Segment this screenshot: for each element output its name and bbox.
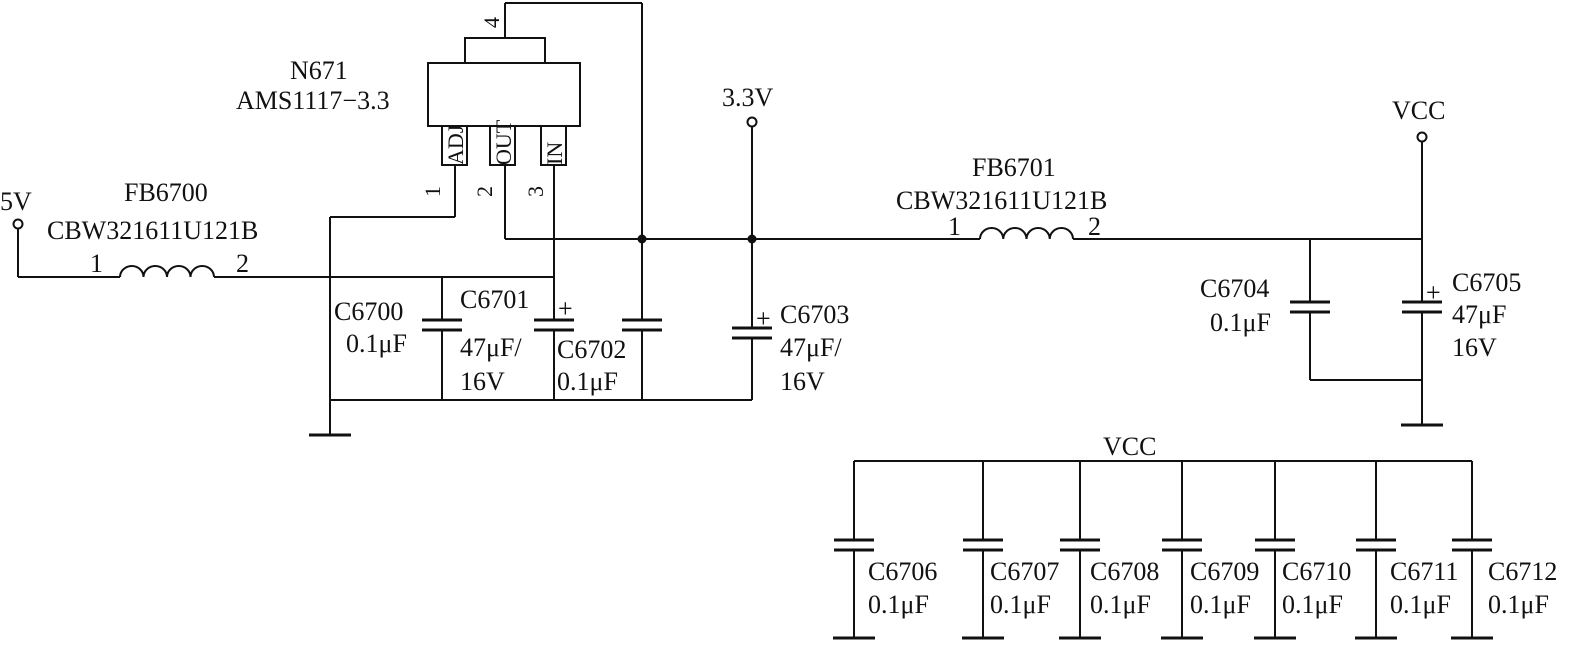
pin-number-3: 3: [523, 186, 548, 197]
c6704-ref: C6704: [1200, 274, 1269, 303]
bank-cap-ref: C6712: [1488, 557, 1557, 586]
c6702-value: 0.1μF: [557, 367, 618, 396]
terminal-vcc-icon: [1416, 131, 1428, 143]
bank-cap-value: 0.1μF: [1488, 590, 1549, 619]
pin-in-box: [540, 125, 567, 166]
fb6701-part: CBW321611U121B: [896, 186, 1107, 215]
bank-capacitor-c6707: C6707 0.1μF: [962, 461, 1059, 640]
bank-cap-ref: C6707: [990, 557, 1059, 586]
bank-capacitor-c6710: C6710 0.1μF: [1254, 461, 1351, 640]
capacitor-c6705: [1402, 300, 1442, 314]
wires: [17, 2, 1472, 462]
c6705-value: 47μF: [1452, 300, 1506, 329]
c6705-ref: C6705: [1452, 268, 1521, 297]
c6703-ref: C6703: [780, 300, 849, 329]
fb6700-pin2: 2: [236, 249, 249, 278]
c6705-rating: 16V: [1452, 333, 1497, 362]
decoupling-bank: C6706 0.1μF C6707 0.1μF C6708 0.1μF C6709 0.1μF…: [833, 461, 1557, 640]
fb6700-ref: FB6700: [124, 178, 208, 207]
terminal-5v-icon: [12, 218, 24, 230]
bank-cap-value: 0.1μF: [1190, 590, 1251, 619]
regulator-tab: [464, 37, 546, 64]
pin-in-label: IN: [542, 142, 567, 165]
c6701-polarity: +: [558, 294, 573, 323]
c6703-rating: 16V: [780, 367, 825, 396]
bank-cap-ref: C6711: [1390, 557, 1458, 586]
pin-out-box: [489, 125, 516, 166]
c6700-value: 0.1μF: [346, 329, 407, 358]
pin-adj-label: ADJ: [443, 124, 468, 165]
fb6700-inductor-icon: [119, 265, 215, 278]
fb6700-pin1: 1: [90, 249, 103, 278]
pin-out-label: OUT: [491, 119, 516, 165]
c6704-value: 0.1μF: [1210, 308, 1271, 337]
regulator-part: AMS1117−3.3: [236, 86, 390, 115]
regulator-ref: N671: [290, 56, 348, 85]
bank-capacitor-c6708: C6708 0.1μF: [1059, 461, 1159, 640]
fb6700-part: CBW321611U121B: [47, 216, 258, 245]
c6701-value: 47μF/: [460, 333, 522, 362]
c6702-ref: C6702: [557, 335, 626, 364]
c6701-rating: 16V: [460, 367, 505, 396]
pin-number-1: 1: [420, 186, 445, 197]
bank-cap-ref: C6710: [1282, 557, 1351, 586]
bank-cap-ref: C6708: [1090, 557, 1159, 586]
junction-dots: [637, 234, 757, 244]
bank-capacitor-c6706: C6706 0.1μF: [833, 461, 937, 640]
c6703-polarity: +: [756, 304, 771, 333]
c6705-polarity: +: [1426, 278, 1441, 307]
bank-capacitor-c6709: C6709 0.1μF: [1161, 461, 1259, 640]
capacitor-c6701: [534, 318, 574, 332]
net-label-3v3: 3.3V: [722, 83, 774, 112]
net-label-vcc-bus: VCC: [1103, 432, 1156, 461]
capacitor-c6702: [622, 318, 662, 332]
bank-cap-ref: C6709: [1190, 557, 1259, 586]
bank-capacitor-c6712: C6712 0.1μF: [1451, 461, 1557, 640]
capacitor-c6703: [732, 326, 772, 340]
fb6701-ref: FB6701: [972, 153, 1056, 182]
c6703-value: 47μF/: [780, 333, 842, 362]
pin-number-4: 4: [479, 17, 504, 28]
bank-cap-value: 0.1μF: [1390, 590, 1451, 619]
bank-cap-value: 0.1μF: [1282, 590, 1343, 619]
net-label-vcc: VCC: [1392, 96, 1445, 125]
bank-cap-ref: C6706: [868, 557, 937, 586]
fb6701-inductor-icon: [979, 227, 1074, 240]
pin-number-2: 2: [472, 186, 497, 197]
fb6701-pin2: 2: [1088, 212, 1101, 241]
c6700-ref: C6700: [334, 297, 403, 326]
bank-cap-value: 0.1μF: [1090, 590, 1151, 619]
bank-capacitor-c6711: C6711 0.1μF: [1355, 461, 1458, 640]
net-label-5v: 5V: [0, 187, 32, 216]
c6701-ref: C6701: [460, 285, 529, 314]
fb6701-pin1: 1: [948, 212, 961, 241]
bank-cap-value: 0.1μF: [868, 590, 929, 619]
capacitor-c6704: [1290, 300, 1330, 314]
pin-adj-box: [441, 125, 468, 166]
bank-cap-value: 0.1μF: [990, 590, 1051, 619]
regulator-body: [427, 62, 581, 127]
capacitor-c6700: [422, 318, 462, 332]
regulator-n671: ADJ OUT IN 1 2 3 4: [420, 17, 581, 197]
terminal-3v3-icon: [746, 116, 758, 128]
